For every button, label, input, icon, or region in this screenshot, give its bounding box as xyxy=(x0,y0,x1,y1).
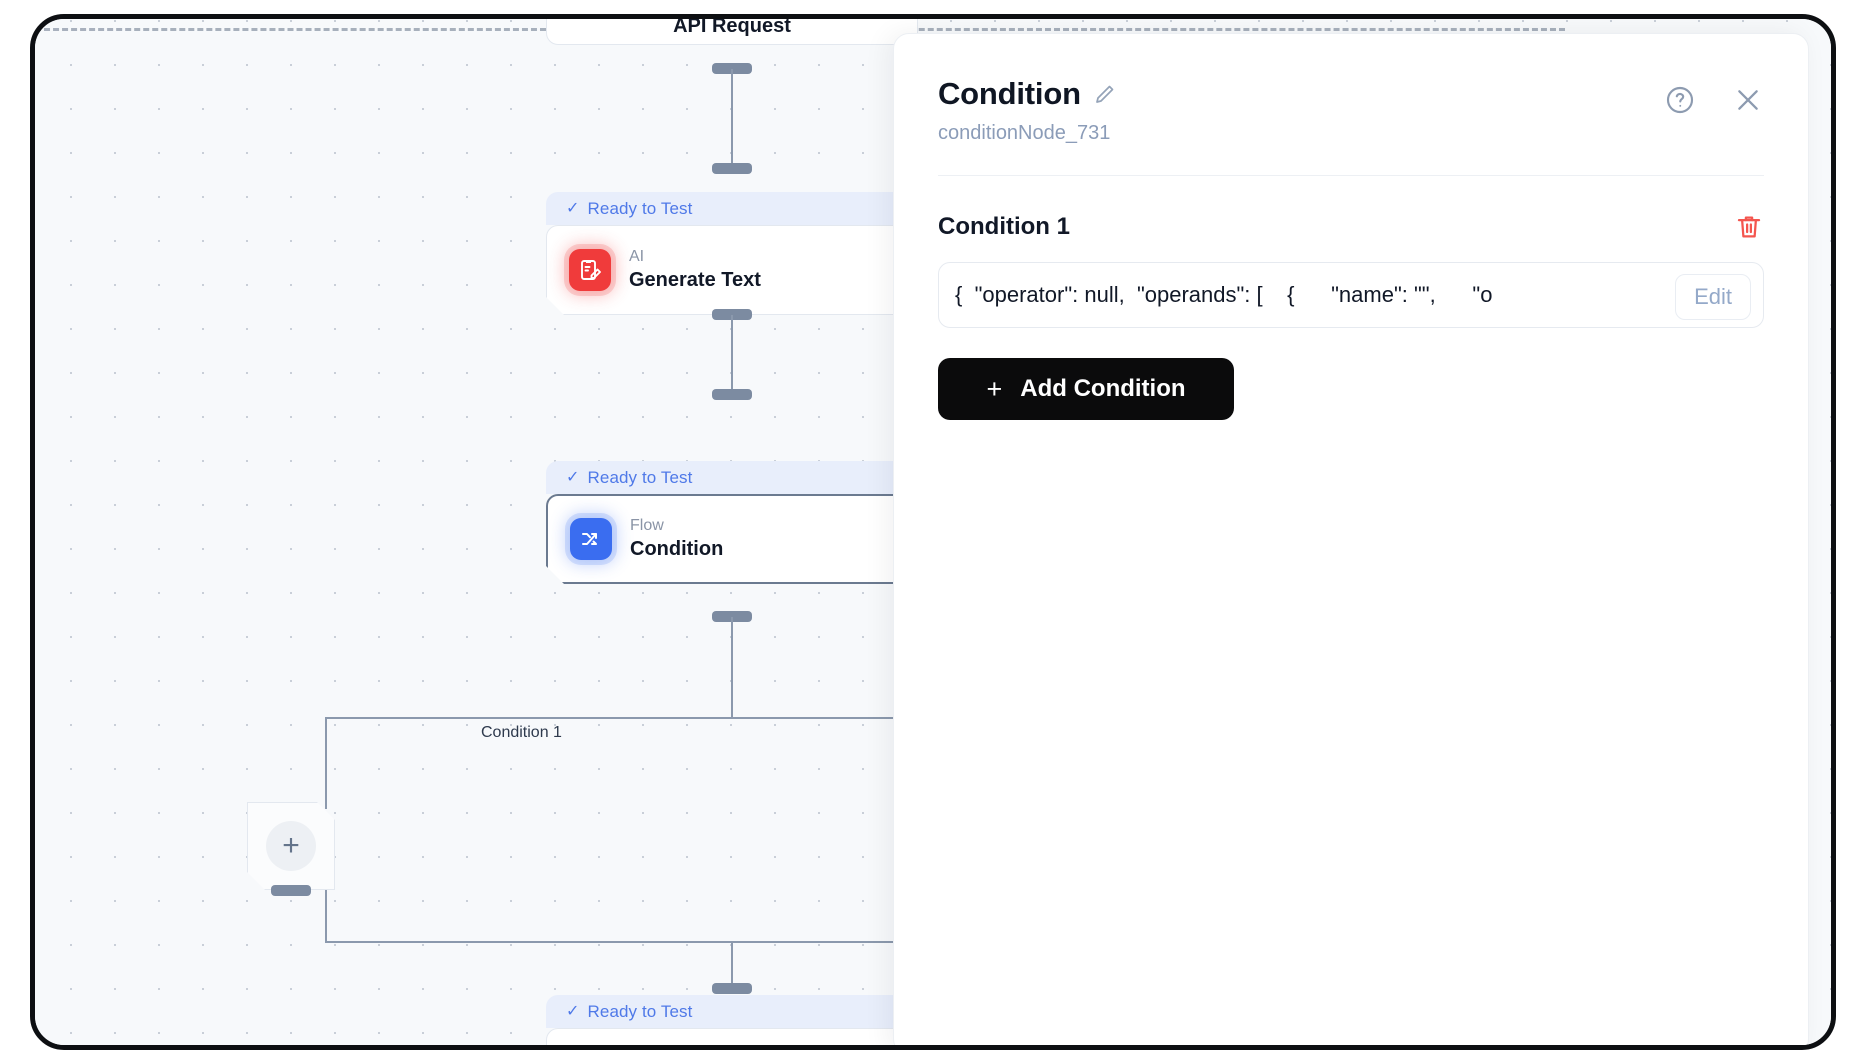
node-title-label: Generate Text xyxy=(629,268,761,291)
edit-button[interactable]: Edit xyxy=(1675,274,1751,320)
plus-icon[interactable]: + xyxy=(266,821,316,871)
close-icon[interactable] xyxy=(1732,84,1764,116)
add-node-placeholder[interactable]: + xyxy=(247,802,335,890)
edge-branch-bar xyxy=(325,717,1425,719)
node-bottom[interactable]: ✓ Ready to Test xyxy=(546,995,918,1050)
check-icon: ✓ xyxy=(566,1002,580,1020)
condition-json-value: { "operator": null, "operands": [ { "nam… xyxy=(955,282,1493,307)
ai-generate-text-icon xyxy=(569,249,611,291)
connector-handle[interactable] xyxy=(271,885,311,896)
connector-handle[interactable] xyxy=(712,611,752,622)
pencil-icon[interactable] xyxy=(1093,82,1117,106)
node-api-request-title: API Request xyxy=(673,15,791,37)
node-status-badge: ✓ Ready to Test xyxy=(546,995,918,1028)
help-circle-icon[interactable] xyxy=(1664,84,1696,116)
node-id-label: conditionNode_731 xyxy=(938,122,1111,144)
edge-branch-left-down xyxy=(325,717,327,809)
add-condition-button[interactable]: + Add Condition xyxy=(938,358,1234,420)
node-bottom-card[interactable] xyxy=(546,1028,918,1050)
node-kind-label: Flow xyxy=(630,517,664,535)
node-kind-label: AI xyxy=(629,248,645,266)
condition-row: Condition 1 xyxy=(938,212,1764,242)
node-status-badge: ✓ Ready to Test xyxy=(546,461,918,494)
panel-title-row: Condition xyxy=(938,76,1764,112)
check-icon: ✓ xyxy=(566,468,580,486)
edge-branch-left-up xyxy=(325,885,327,943)
panel-header: Condition conditionNode_731 xyxy=(894,34,1808,145)
node-condition-card[interactable]: Flow Condition xyxy=(546,494,918,584)
connector-handle[interactable] xyxy=(712,63,752,74)
connector-handle[interactable] xyxy=(712,983,752,994)
node-generate-text-card[interactable]: AI Generate Text xyxy=(546,225,918,315)
plus-icon: + xyxy=(986,373,1003,404)
flow-branch-icon xyxy=(570,518,612,560)
edge-api-to-generate xyxy=(731,69,733,163)
connector-handle[interactable] xyxy=(712,389,752,400)
node-status-label: Ready to Test xyxy=(587,467,693,487)
edge-generate-to-condition xyxy=(731,315,733,389)
edge-merge-down xyxy=(731,941,733,989)
node-status-label: Ready to Test xyxy=(587,1001,693,1021)
condition-json-field[interactable]: { "operator": null, "operands": [ { "nam… xyxy=(938,262,1764,328)
add-condition-label: Add Condition xyxy=(1020,375,1186,402)
panel-actions xyxy=(1664,84,1764,116)
app-window-frame: API Request ✓ Ready to Test xyxy=(30,14,1836,1050)
node-title-label: Condition xyxy=(630,537,724,560)
node-api-request[interactable]: API Request xyxy=(546,15,918,45)
trash-icon[interactable] xyxy=(1734,212,1764,242)
condition-details-panel: Condition conditionNode_731 xyxy=(893,33,1809,1045)
divider xyxy=(938,175,1764,176)
connector-handle[interactable] xyxy=(712,163,752,174)
page-title: Condition xyxy=(938,76,1081,111)
edge-label-condition-1: Condition 1 xyxy=(481,724,562,741)
node-condition[interactable]: ✓ Ready to Test Flow Condition xyxy=(546,461,918,584)
node-status-badge: ✓ Ready to Test xyxy=(546,192,918,225)
edge-condition-out xyxy=(731,617,733,717)
edge-merge-bar xyxy=(325,941,1425,943)
panel-body: Condition 1 { "operator": null, "operand… xyxy=(894,176,1808,420)
connector-handle[interactable] xyxy=(712,309,752,320)
node-status-label: Ready to Test xyxy=(587,198,693,218)
check-icon: ✓ xyxy=(566,199,580,217)
condition-heading: Condition 1 xyxy=(938,213,1070,240)
node-generate-text[interactable]: ✓ Ready to Test AI Generate Text xyxy=(546,192,918,315)
